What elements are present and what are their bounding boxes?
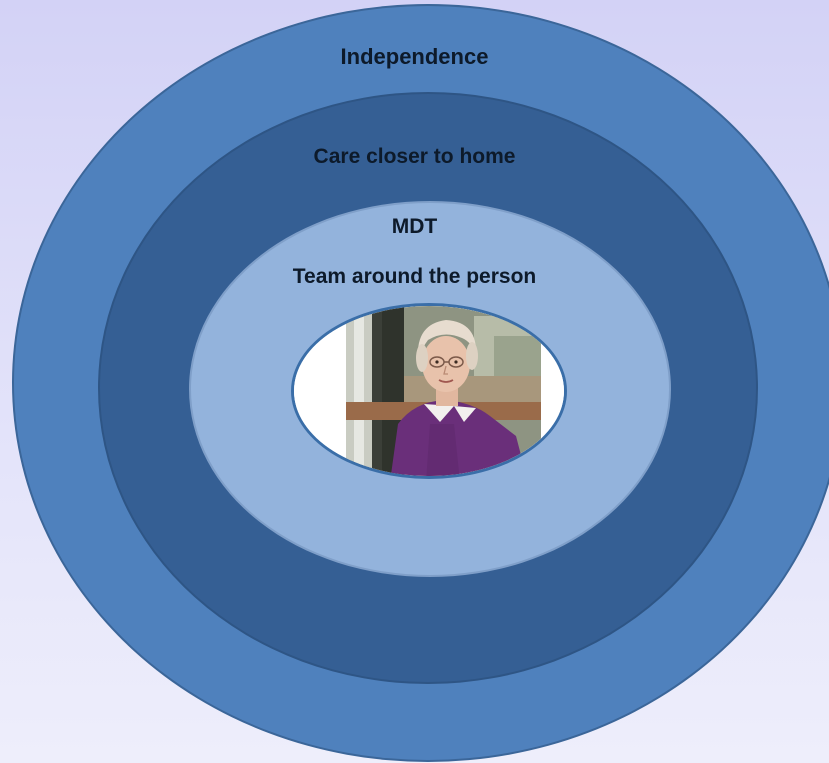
care-closer-to-home-label: Care closer to home — [313, 145, 516, 168]
independence-label: Independence — [340, 44, 489, 69]
mdt-label: MDT — [391, 215, 438, 238]
team-around-the-person-label: Team around the person — [292, 265, 537, 288]
person-photo — [291, 303, 567, 479]
elderly-woman-picture — [294, 306, 564, 476]
